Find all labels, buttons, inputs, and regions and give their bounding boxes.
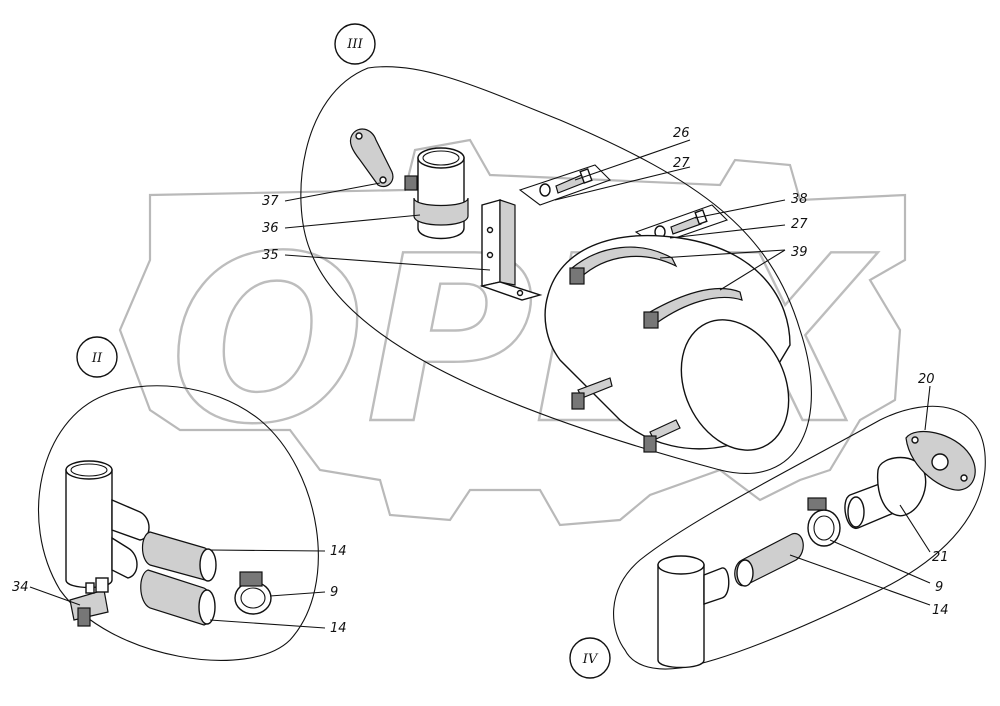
view-ii-marker: [76, 336, 118, 378]
callout-27-a: 27: [673, 156, 690, 171]
hose-14-iv: [734, 533, 804, 587]
view-iv-label: IV: [582, 652, 599, 667]
callout-36: 36: [262, 221, 279, 236]
flange-21: [844, 456, 927, 529]
view-iii-group: III: [300, 23, 812, 474]
callout-34: 34: [12, 580, 29, 595]
callout-39: 39: [791, 245, 808, 260]
clamp-9-iv: [807, 497, 841, 547]
view-iv-boundary: [613, 405, 986, 670]
clamp-9-left: [234, 571, 272, 615]
callout-27-b: 27: [791, 217, 808, 232]
callout-9-b: 9: [935, 580, 943, 595]
callout-38: 38: [791, 192, 808, 207]
view-ii-label: II: [91, 351, 103, 366]
view-iii-boundary: [300, 66, 812, 474]
hose-14-lower: [140, 569, 216, 626]
view-ii-group: II: [38, 336, 319, 661]
sleeve-36: [404, 147, 469, 240]
gasket-20: [905, 430, 976, 491]
callout-14-b: 14: [330, 621, 347, 636]
watermark-gear-outline: [118, 138, 907, 527]
leader-lines: [29, 139, 931, 629]
hose-14-upper: [141, 531, 217, 582]
valve-34: [69, 577, 109, 627]
view-iv-marker: [569, 637, 611, 679]
callout-26: 26: [673, 126, 690, 141]
view-iii-label: III: [346, 37, 363, 52]
screw-26-set: [518, 164, 612, 206]
bracket-37: [349, 128, 394, 188]
tee-pipe-iv: [657, 555, 730, 669]
bracket-35: [479, 199, 543, 301]
view-iv-group: IV: [569, 405, 986, 679]
callout-35: 35: [262, 248, 279, 263]
callout-9-a: 9: [330, 585, 338, 600]
callout-20: 20: [918, 372, 935, 387]
callout-21: 21: [932, 550, 949, 565]
callout-14-c: 14: [932, 603, 949, 618]
tee-pipe: [65, 460, 150, 589]
view-ii-boundary: [38, 385, 319, 661]
straps-39: [569, 246, 743, 453]
callout-37: 37: [262, 194, 279, 209]
callout-14-a: 14: [330, 544, 347, 559]
callout-labels: 26 27 38 27 39 37 36 35 34 14 9 14 20 21…: [12, 126, 949, 636]
view-iii-marker: [334, 23, 376, 65]
